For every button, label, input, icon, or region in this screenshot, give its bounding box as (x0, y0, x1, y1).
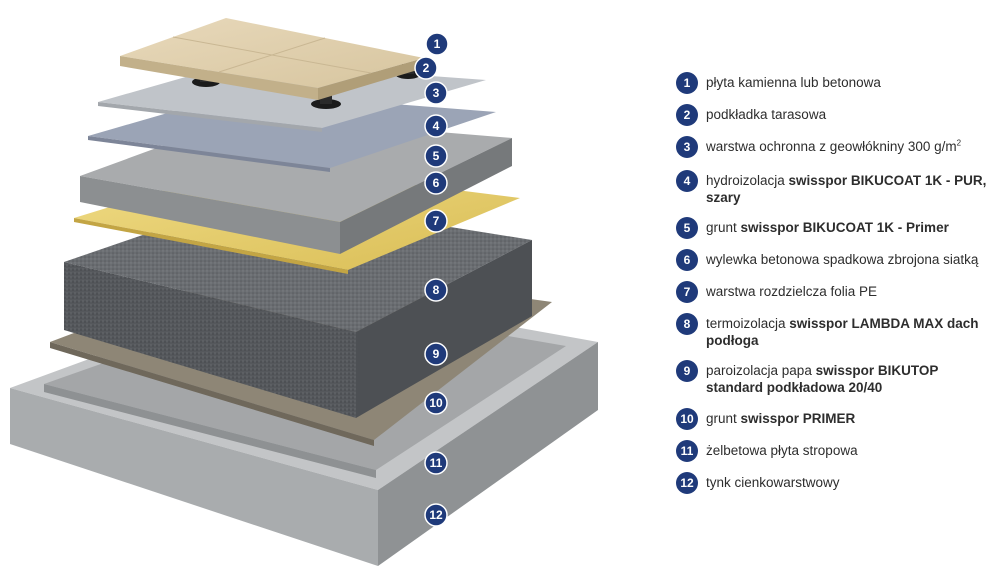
legend-text-part: termoizolacja (706, 316, 790, 331)
legend-text-part: warstwa rozdzielcza folia PE (706, 284, 878, 299)
product-name: swisspor BIKUCOAT 1K - PUR, szary (706, 173, 987, 205)
legend-text-1: płyta kamienna lub betonowa (706, 74, 996, 91)
diagram-badge-number: 3 (433, 86, 440, 100)
diagram-badge-circle (424, 503, 448, 527)
legend-item-6: 6 wylewka betonowa spadkowa zbrojona siat… (676, 249, 996, 271)
diagram-badge-number: 10 (429, 396, 443, 410)
diagram-badge-number: 5 (433, 149, 440, 163)
product-name: swisspor BIKUTOP standard podkładowa 20/… (706, 363, 939, 395)
diagram-badge-circle (424, 114, 448, 138)
legend-text-part: wylewka betonowa spadkowa zbrojona siatk… (706, 252, 979, 267)
diagram-badge-circle (424, 451, 448, 475)
legend-badge-1: 1 (676, 72, 698, 94)
legend-text-9: paroizolacja papa swisspor BIKUTOP stand… (706, 362, 996, 396)
diagram-badge-circle (424, 81, 448, 105)
diagram-badge-circle (424, 144, 448, 168)
diagram-badge-number: 2 (423, 61, 430, 75)
legend-text-part: płyta kamienna lub betonowa (706, 75, 881, 90)
diagram-badge-number: 4 (433, 119, 440, 133)
diagram-badge-3: 3 (424, 81, 448, 105)
product-name: swisspor BIKUCOAT 1K - Primer (740, 220, 949, 235)
legend-text-part: hydroizolacja (706, 173, 789, 188)
legend-text-part: warstwa ochronna z geowłókniny 300 g/m (706, 139, 957, 154)
legend-text-4: hydroizolacja swisspor BIKUCOAT 1K - PUR… (706, 172, 996, 206)
legend-text-6: wylewka betonowa spadkowa zbrojona siatk… (706, 251, 996, 268)
legend-text-part: paroizolacja papa (706, 363, 816, 378)
legend-text-7: warstwa rozdzielcza folia PE (706, 283, 996, 300)
legend-badge-12: 12 (676, 472, 698, 494)
legend-badge-5: 5 (676, 217, 698, 239)
legend-text-12: tynk cienkowarstwowy (706, 474, 996, 491)
legend-text-part: grunt (706, 220, 741, 235)
legend-item-1: 1 płyta kamienna lub betonowa (676, 72, 996, 94)
diagram-badge-number: 11 (430, 456, 443, 470)
legend-item-9: 9 paroizolacja papa swisspor BIKUTOP stan… (676, 360, 996, 396)
diagram-badge-circle (424, 209, 448, 233)
legend-item-4: 4 hydroizolacja swisspor BIKUCOAT 1K - PU… (676, 170, 996, 206)
legend-badge-10: 10 (676, 408, 698, 430)
diagram-badge-5: 5 (424, 144, 448, 168)
legend-text-part: tynk cienkowarstwowy (706, 475, 840, 490)
diagram-badge-number: 12 (429, 508, 443, 522)
legend-item-2: 2 podkładka tarasowa (676, 104, 996, 126)
diagram-badge-circle (424, 171, 448, 195)
diagram-badge-12: 12 (424, 503, 448, 527)
diagram-badge-10: 10 (424, 391, 448, 415)
legend-badge-11: 11 (676, 440, 698, 462)
diagram-badge-number: 9 (433, 347, 440, 361)
diagram-badge-number: 8 (433, 283, 440, 297)
legend-text-part: grunt (706, 411, 741, 426)
layer-1-stone-tiles (120, 18, 424, 100)
diagram-badge-circle (424, 278, 448, 302)
legend-text-10: grunt swisspor PRIMER (706, 410, 996, 427)
legend-badge-6: 6 (676, 249, 698, 271)
legend-badge-8: 8 (676, 313, 698, 335)
legend-badge-2: 2 (676, 104, 698, 126)
legend-text-3: warstwa ochronna z geowłókniny 300 g/m2 (706, 138, 996, 155)
diagram-badge-circle (425, 32, 449, 56)
product-name: swisspor LAMBDA MAX dach podłoga (706, 316, 979, 348)
legend-text-2: podkładka tarasowa (706, 106, 996, 123)
legend-text-part: 2 (956, 138, 962, 148)
diagram-badge-9: 9 (424, 342, 448, 366)
legend-item-10: 10 grunt swisspor PRIMER (676, 408, 996, 430)
diagram-badge-number: 7 (433, 214, 440, 228)
legend-text-part: żelbetowa płyta stropowa (706, 443, 858, 458)
legend-text-8: termoizolacja swisspor LAMBDA MAX dach p… (706, 315, 996, 349)
legend-badge-3: 3 (676, 136, 698, 158)
legend-item-11: 11 żelbetowa płyta stropowa (676, 440, 996, 462)
product-name: swisspor PRIMER (740, 411, 856, 426)
diagram-badge-1: 1 (425, 32, 449, 56)
legend-text-11: żelbetowa płyta stropowa (706, 442, 996, 459)
diagram-badge-4: 4 (424, 114, 448, 138)
diagram-badge-6: 6 (424, 171, 448, 195)
legend-badge-4: 4 (676, 170, 698, 192)
legend-item-8: 8 termoizolacja swisspor LAMBDA MAX dach … (676, 313, 996, 349)
diagram-badge-circle (424, 342, 448, 366)
legend-text-5: grunt swisspor BIKUCOAT 1K - Primer (706, 219, 996, 236)
legend-item-7: 7 warstwa rozdzielcza folia PE (676, 281, 996, 303)
diagram-badge-11: 11 (424, 451, 448, 475)
diagram-badge-8: 8 (424, 278, 448, 302)
diagram-badge-number: 6 (433, 176, 440, 190)
legend-text-part: podkładka tarasowa (706, 107, 827, 122)
diagram-badge-circle (414, 56, 438, 80)
legend-badge-7: 7 (676, 281, 698, 303)
legend-item-3: 3 warstwa ochronna z geowłókniny 300 g/m2 (676, 136, 996, 158)
diagram-badge-circle (424, 391, 448, 415)
legend-badge-9: 9 (676, 360, 698, 382)
diagram-badge-7: 7 (424, 209, 448, 233)
legend-item-12: 12 tynk cienkowarstwowy (676, 472, 996, 494)
diagram-badge-number: 1 (434, 37, 441, 51)
diagram-badge-2: 2 (414, 56, 438, 80)
legend-item-5: 5 grunt swisspor BIKUCOAT 1K - Primer (676, 217, 996, 239)
